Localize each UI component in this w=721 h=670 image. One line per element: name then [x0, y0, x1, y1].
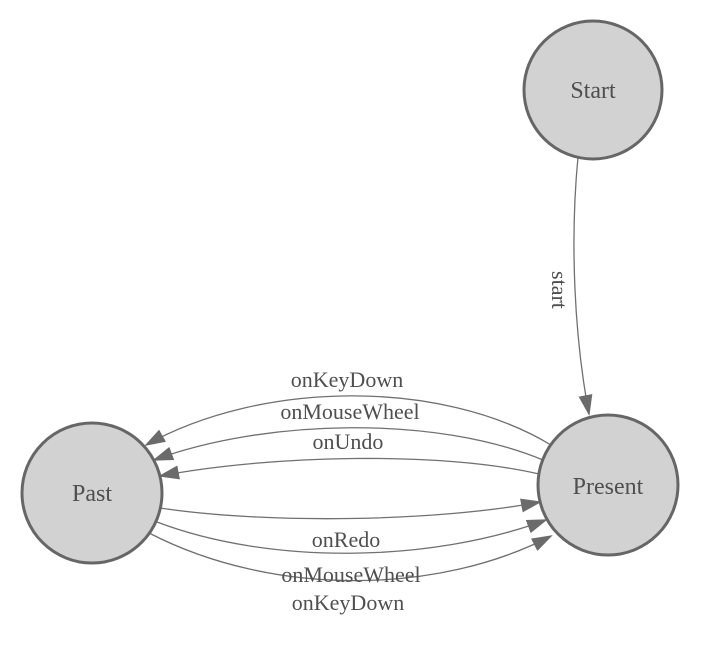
- edge-past-to-present-onredo: [159, 498, 542, 520]
- state-node-present-circle: [536, 413, 680, 557]
- edge-label-start: start: [547, 271, 572, 309]
- state-node-past-label: Past: [72, 481, 112, 507]
- state-node-present-label: Present: [573, 474, 644, 500]
- state-node-start-label: Start: [570, 78, 616, 104]
- edge-start-to-present: [573, 156, 593, 416]
- edge-past-to-present-onmousewheel: [156, 519, 548, 554]
- edge-present-to-past-onkeydown: [144, 395, 552, 446]
- edge-present-to-past-onundo: [158, 457, 540, 480]
- state-node-present: Present: [536, 413, 680, 557]
- edge-label-onundo: onUndo: [313, 429, 384, 454]
- state-node-past: Past: [20, 421, 164, 565]
- edge-present-to-past-onmousewheel: [152, 427, 544, 461]
- state-node-start: Start: [522, 19, 664, 161]
- edge-label-onmousewheel-top: onMouseWheel: [280, 399, 419, 424]
- state-node-past-circle: [20, 421, 164, 565]
- state-node-start-circle: [522, 19, 664, 161]
- edge-past-to-present-onkeydown: [148, 532, 553, 582]
- edge-label-onmousewheel-bottom: onMouseWheel: [281, 562, 420, 587]
- edge-label-onkeydown-top: onKeyDown: [291, 367, 403, 392]
- edge-label-onkeydown-bottom: onKeyDown: [292, 590, 404, 615]
- edge-label-onredo: onRedo: [312, 527, 380, 552]
